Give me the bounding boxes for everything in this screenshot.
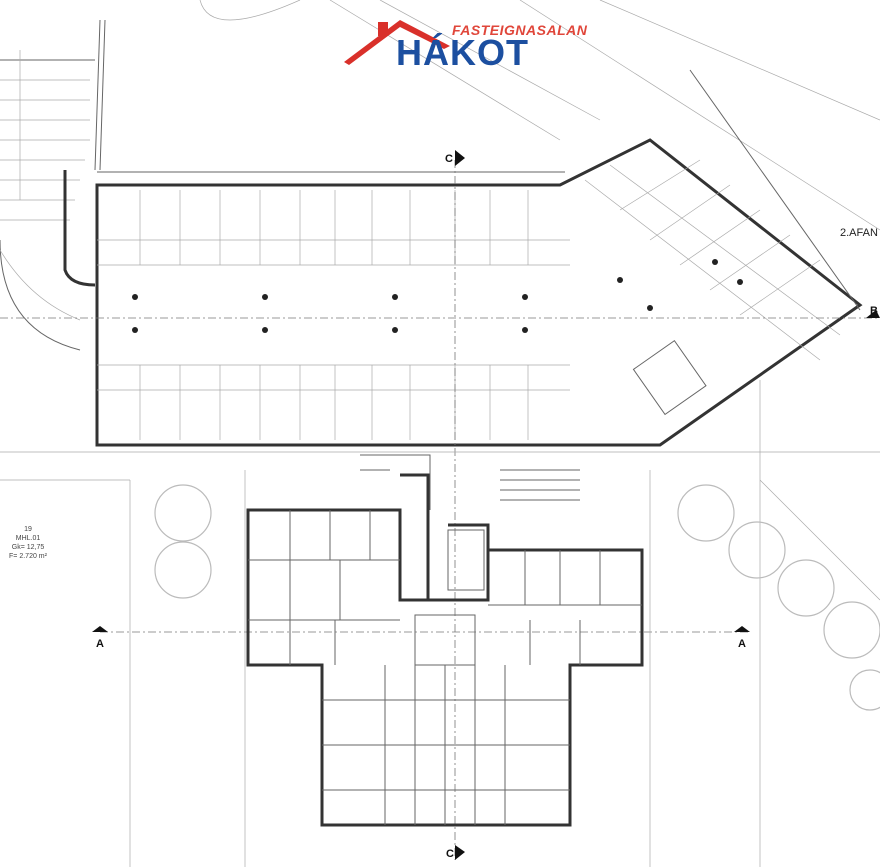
section-marker-b: B [866, 305, 880, 318]
svg-text:C: C [445, 153, 453, 165]
stair-core [632, 340, 707, 416]
ramp-curve [0, 59, 95, 351]
section-marker-c-bottom: C [446, 845, 465, 860]
site-note-area: F= 2.720 m² [9, 553, 47, 560]
roof-icon [344, 20, 450, 65]
ramp-wall [94, 19, 106, 171]
svg-text:A: A [96, 638, 104, 650]
svg-text:C: C [446, 848, 454, 860]
svg-text:A: A [738, 638, 746, 650]
zone-boundary [689, 69, 861, 311]
site-lines [329, 0, 880, 231]
logo-name: HÁKOT [396, 32, 529, 73]
section-marker-c-top: C [445, 150, 465, 166]
parking-bays [97, 159, 841, 440]
hakot-logo: FASTEIGNASALAN HÁKOT [340, 16, 587, 73]
site-note-gk: Gk= 12,75 [11, 544, 45, 551]
site-boundaries [0, 380, 880, 867]
trees [154, 484, 880, 711]
site-note: 19 MHL.01 Gk= 12,75 F= 2.720 m² [8, 525, 48, 561]
road-curve [199, 0, 301, 21]
ramp-stairs [0, 50, 90, 321]
section-marker-a-right: A [734, 626, 750, 650]
section-marker-a-left: A [92, 626, 108, 650]
site-note-code: MHL.01 [15, 535, 41, 542]
columns [132, 259, 743, 333]
logo-subtitle: FASTEIGNASALAN [452, 22, 588, 38]
svg-text:B: B [870, 305, 878, 317]
building [246, 454, 644, 827]
garage-outline [95, 138, 863, 447]
zone-label: 2.AFAN [840, 227, 878, 239]
ramp-inner-wall [63, 170, 96, 287]
site-note-number: 19 [24, 526, 32, 533]
